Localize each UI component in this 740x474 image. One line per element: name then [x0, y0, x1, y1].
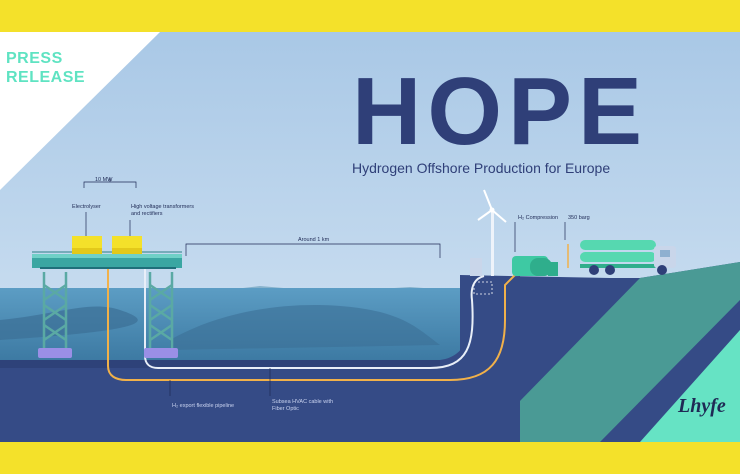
- offshore-platform-icon: [32, 236, 182, 358]
- hvac-cable-label-line-2: Fiber Optic: [272, 406, 299, 412]
- hvac-cable: [144, 260, 485, 369]
- distance-label: Around 1 km: [298, 237, 330, 243]
- seabed-edge: [0, 360, 440, 368]
- power-label: 10 MW: [95, 177, 113, 183]
- electrolyser-label: Electrolyser: [72, 204, 101, 210]
- pressure-label: 350 barg: [568, 215, 590, 221]
- transformers-label-line-1: High voltage transformers: [131, 204, 194, 210]
- top-frame: [0, 0, 740, 32]
- underwater-rock: [0, 306, 138, 340]
- transformers-label-line-2: and rectifiers: [131, 211, 163, 217]
- press-release-label: PRESS RELEASE: [6, 49, 85, 87]
- mint-corner: [640, 330, 740, 442]
- press-release-line-2: RELEASE: [6, 69, 86, 86]
- annotation-lines: [83, 178, 566, 396]
- transformers-label: High voltage transformers and rectifiers: [131, 204, 194, 218]
- seabed: [0, 276, 520, 442]
- h2-export-pipeline: [107, 260, 521, 381]
- coast-slope: [480, 262, 740, 442]
- hydrogen-tank-truck-icon: [567, 240, 676, 275]
- compression-label: H₂ Compression: [518, 215, 559, 221]
- underwater-rock: [170, 305, 440, 350]
- compressor: [512, 256, 558, 276]
- hvac-cable-label-line-1: Subsea HVAC cable with: [272, 399, 334, 405]
- page-title: HOPE: [352, 58, 649, 165]
- hvac-cable-label: Subsea HVAC cable with Fiber Optic: [272, 399, 333, 413]
- landfall-box: [473, 281, 493, 295]
- export-pipeline-label: H₂ export flexible pipeline: [172, 403, 235, 409]
- lhyfe-logo: Lhyfe: [678, 395, 726, 417]
- page-subtitle: Hydrogen Offshore Production for Europe: [352, 160, 611, 176]
- bottom-frame: [0, 442, 740, 474]
- press-corner: [0, 32, 160, 190]
- wind-turbine-icon: [477, 189, 507, 276]
- press-release-line-1: PRESS: [6, 50, 63, 67]
- onshore-building: [470, 258, 482, 276]
